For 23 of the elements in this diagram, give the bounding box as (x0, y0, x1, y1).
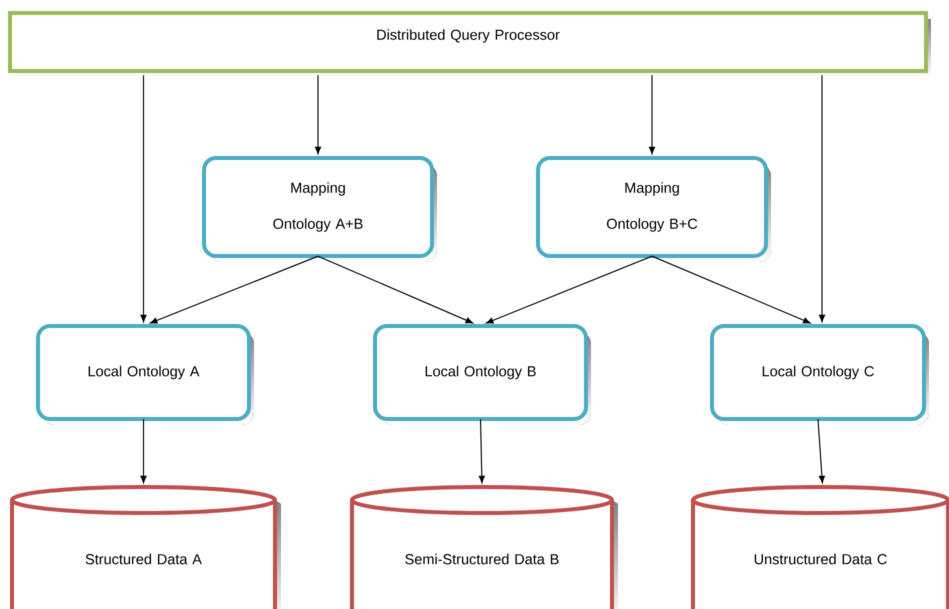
arrow (818, 75, 826, 322)
arrow (478, 419, 485, 484)
arrow (314, 75, 322, 154)
arrow (140, 75, 147, 322)
node-label: Unstructured Data C (754, 554, 887, 564)
ontology-box: Local Ontology C (710, 324, 929, 425)
arrow (652, 256, 811, 324)
database-cylinder: Unstructured Data C (691, 485, 949, 609)
ontology-box: Local Ontology B (373, 324, 591, 425)
arrow (150, 256, 318, 324)
arrow (486, 256, 652, 324)
arrow (648, 75, 656, 154)
ontology-box: Local Ontology A (36, 324, 254, 425)
arrow (318, 256, 474, 324)
arrow (817, 419, 825, 484)
database-cylinder: Structured Data A (10, 485, 281, 609)
node-label: Structured Data A (86, 554, 202, 564)
ontology-box: Mapping Ontology B+C (536, 156, 771, 262)
node-label: Semi-Structured Data B (405, 554, 559, 564)
database-cylinder: Semi-Structured Data B (350, 485, 618, 609)
arrow (140, 419, 147, 484)
processor-box: Distributed Query Processor (8, 11, 931, 77)
ontology-box: Mapping Ontology A+B (202, 156, 437, 262)
